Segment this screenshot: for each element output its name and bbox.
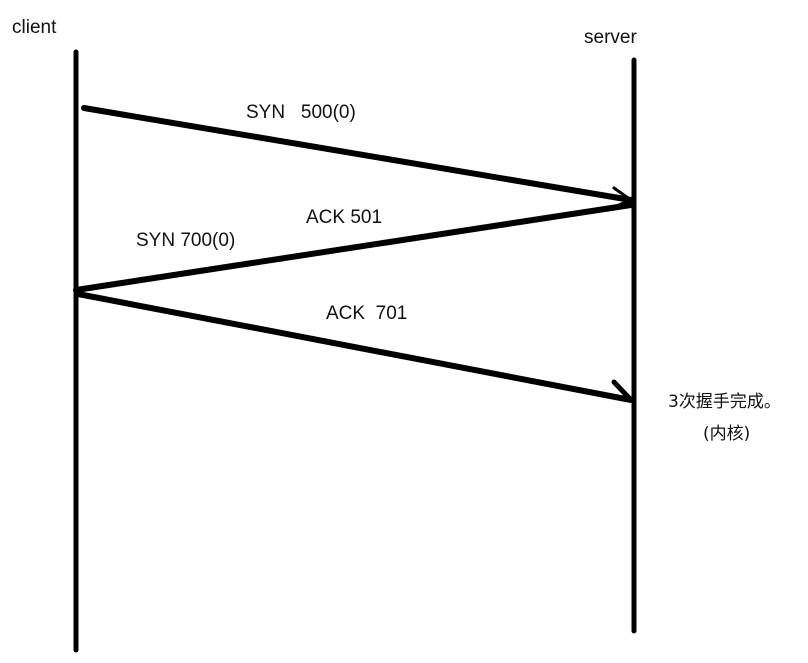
ack-501-message-label: ACK 501 — [306, 207, 383, 228]
syn-ack-arrow — [73, 202, 634, 293]
server-label: server — [584, 27, 637, 48]
ack-701-message-label: ACK 701 — [326, 303, 408, 324]
syn-arrow — [81, 105, 634, 203]
ack-arrowhead — [611, 379, 634, 403]
ack-arrow — [75, 291, 634, 403]
handshake-complete-note: 3次握手完成。 — [668, 392, 781, 412]
kernel-note: (内核) — [703, 424, 751, 444]
client-label: client — [12, 17, 57, 38]
syn-message-label: SYN 500(0) — [246, 102, 356, 123]
syn-700-message-label: SYN 700(0) — [136, 230, 236, 251]
